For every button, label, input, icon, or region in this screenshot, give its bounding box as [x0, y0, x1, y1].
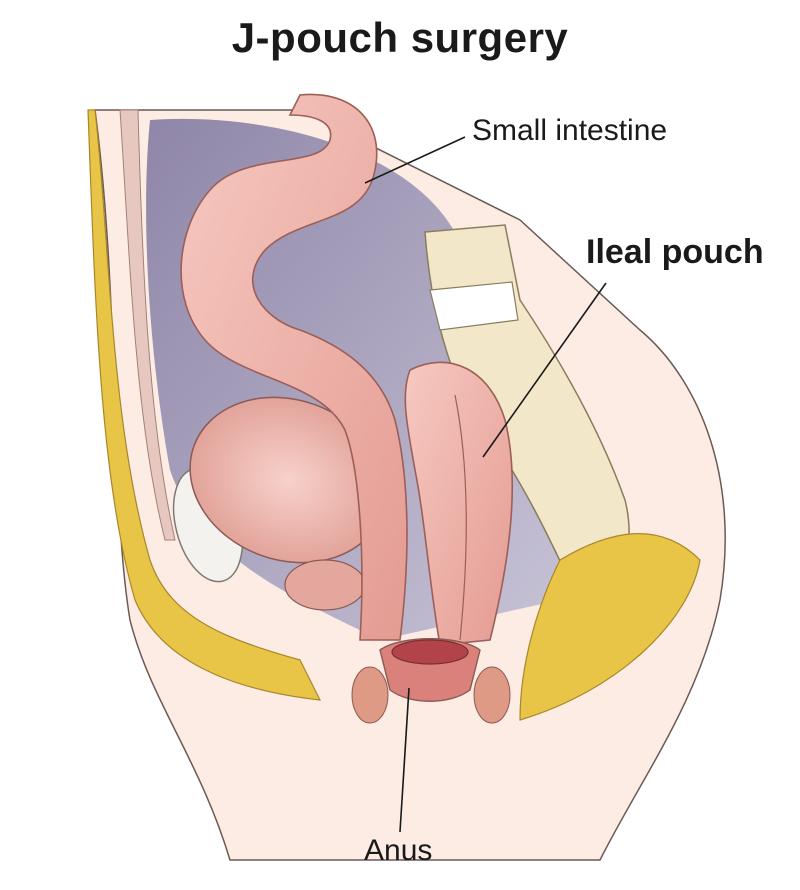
prostate [284, 559, 366, 611]
anus-leader [399, 687, 410, 833]
small-intestine-leader [364, 136, 466, 184]
abdominal-muscle [119, 109, 176, 541]
buttock-fat [519, 533, 701, 721]
ileal-pouch [404, 361, 514, 646]
anal-opening [391, 639, 469, 665]
vertebral-disc [429, 281, 519, 331]
ileal-pouch-leader [482, 282, 607, 458]
pouch-seam [454, 394, 467, 641]
label-ileal-pouch: Ileal pouch [586, 233, 764, 271]
small-intestine [180, 93, 408, 641]
sphincter-muscle-left [351, 666, 389, 724]
page-title: J-pouch surgery [231, 14, 569, 61]
abdominal-fat [87, 109, 322, 701]
sphincter-muscle-right [473, 666, 511, 724]
label-small-intestine: Small intestine [472, 114, 668, 147]
label-anus: Anus [364, 834, 433, 867]
